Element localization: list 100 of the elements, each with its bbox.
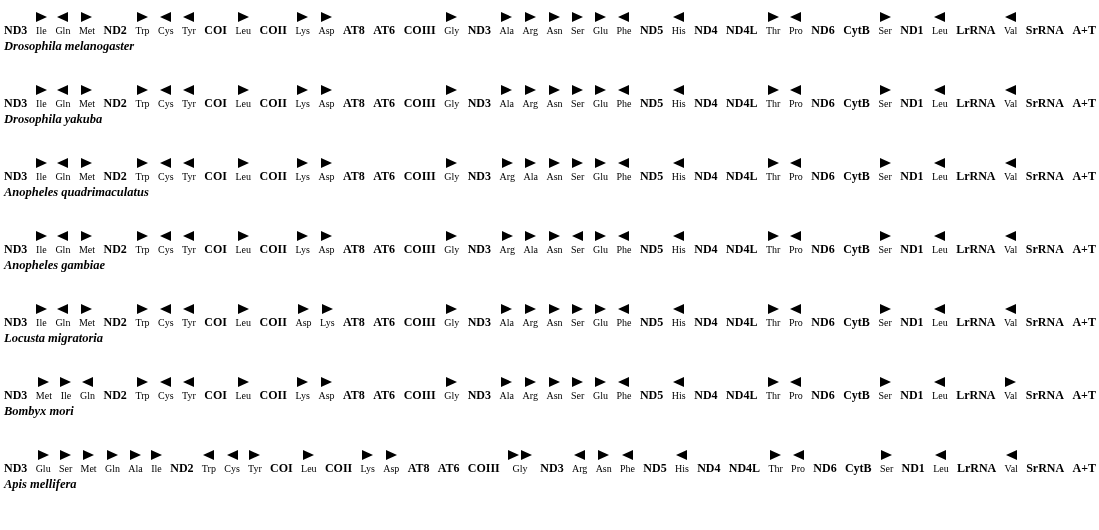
gene-label: ND4L	[728, 462, 761, 474]
trna-gene-label: Asn	[595, 463, 612, 474]
trna-gene-label: Pro	[788, 317, 803, 328]
trna-gene-label: Phe	[616, 317, 632, 328]
trna-gene-label: Leu	[933, 463, 949, 474]
trna-gene-label: Ser	[879, 463, 894, 474]
trna-gene-label: Pro	[788, 25, 803, 36]
gene-label: COIII	[403, 24, 436, 36]
trna-gene-label: Tyr	[182, 390, 196, 401]
trna-gene-label: Asn	[546, 244, 563, 255]
gene-label: COII	[259, 97, 287, 109]
gene-label: ND1	[901, 462, 925, 474]
trna-gene-label: Trp	[135, 390, 150, 401]
trna-gene-label: Trp	[135, 244, 150, 255]
gene-label: ND6	[811, 170, 835, 182]
trna-gene-label: Leu	[235, 171, 252, 182]
trna-gene-label: Gln	[55, 25, 71, 36]
trna-gene-label: Leu	[235, 390, 252, 401]
gene-label: COII	[259, 170, 287, 182]
trna-gene-label: Leu	[932, 317, 948, 328]
gene-label: SrRNA	[1025, 389, 1064, 401]
trna-gene-label: Cys	[158, 390, 174, 401]
gene-label: ND3	[467, 243, 492, 255]
trna-gene-label: His	[671, 171, 686, 182]
trna-gene-label: Met	[78, 25, 95, 36]
trna-gene-label: Ser	[571, 98, 585, 109]
trna-gene-label: Met	[78, 98, 95, 109]
trna-gene-label: Thr	[765, 244, 781, 255]
trna-gene-label: Gly	[444, 171, 460, 182]
gene-label: COIII	[403, 97, 436, 109]
gene-label: CytB	[844, 462, 872, 474]
trna-gene-label: Asn	[546, 171, 563, 182]
gene-label: ND4L	[726, 97, 758, 109]
gene-label: ND5	[639, 170, 664, 182]
gene-label: ND1	[900, 243, 924, 255]
gene-label: AT8	[343, 170, 365, 182]
trna-gene-label: Arg	[522, 98, 538, 109]
gene-label: AT6	[373, 97, 396, 109]
trna-gene-label: Ala	[128, 463, 143, 474]
gene-label: CytB	[843, 24, 870, 36]
trna-gene-label: Thr	[765, 317, 781, 328]
gene-label: CytB	[843, 170, 870, 182]
gene-label: COII	[259, 389, 287, 401]
species-name: Anopheles gambiae	[4, 258, 106, 273]
trna-gene-label: Ile	[151, 463, 162, 474]
gene-label: ND4	[694, 97, 718, 109]
gene-label: ND5	[639, 243, 664, 255]
gene-label: SrRNA	[1026, 462, 1065, 474]
trna-gene-label: Lys	[360, 463, 375, 474]
trna-gene-label: Trp	[201, 463, 216, 474]
gene-label: ND1	[900, 170, 924, 182]
trna-gene-label: Lys	[320, 317, 335, 328]
gene-label: ND5	[639, 316, 664, 328]
gene-label: LrRNA	[956, 389, 996, 401]
gene-label: ND3	[4, 243, 28, 255]
gene-label: SrRNA	[1025, 316, 1064, 328]
gene-label: ND2	[170, 462, 194, 474]
gene-label: COIII	[403, 243, 436, 255]
gene-label: ND6	[811, 97, 835, 109]
trna-gene-label: Tyr	[248, 463, 262, 474]
gene-label: AT8	[343, 389, 365, 401]
gene-label: A+T	[1072, 243, 1096, 255]
gene-label: ND1	[900, 389, 924, 401]
species-name: Locusta migratoria	[4, 331, 103, 346]
gene-label: ND4L	[726, 170, 758, 182]
trna-gene-label: Glu	[592, 98, 608, 109]
trna-gene-label: Glu	[592, 25, 608, 36]
trna-gene-label: Gly	[444, 244, 460, 255]
gene-label: ND4	[694, 24, 718, 36]
species-name: Anopheles quadrimaculatus	[4, 185, 149, 200]
trna-gene-label: Ser	[571, 317, 585, 328]
trna-gene-label: Phe	[616, 244, 632, 255]
gene-label: ND4	[694, 243, 718, 255]
gene-label: AT6	[373, 389, 396, 401]
trna-gene-label: Val	[1004, 317, 1018, 328]
gene-label: CytB	[843, 97, 870, 109]
trna-gene-label: Ile	[36, 317, 47, 328]
trna-gene-label: Ala	[499, 25, 514, 36]
trna-gene-label: Asn	[546, 317, 563, 328]
trna-gene-label: Tyr	[182, 244, 196, 255]
gene-label: SrRNA	[1025, 24, 1064, 36]
trna-gene-label: Glu	[592, 244, 608, 255]
species-name: Apis mellifera	[4, 477, 77, 492]
gene-label: COI	[204, 170, 227, 182]
trna-gene-label: Ser	[571, 390, 585, 401]
trna-gene-label: Leu	[932, 25, 948, 36]
trna-gene-label: Ile	[36, 98, 47, 109]
gene-label: COIII	[403, 170, 436, 182]
gene-label: ND3	[4, 389, 28, 401]
trna-gene-label: Asn	[546, 98, 563, 109]
gene-label: LrRNA	[956, 243, 996, 255]
trna-gene-label: Ala	[499, 390, 514, 401]
trna-gene-label: Ala	[523, 171, 538, 182]
trna-gene-label: Lys	[295, 390, 310, 401]
gene-label: ND3	[540, 462, 564, 474]
trna-gene-label: Lys	[295, 171, 310, 182]
gene-label: COI	[204, 97, 227, 109]
trna-gene-label: Val	[1004, 463, 1018, 474]
trna-gene-label: Ser	[878, 171, 892, 182]
gene-label: AT8	[343, 243, 365, 255]
